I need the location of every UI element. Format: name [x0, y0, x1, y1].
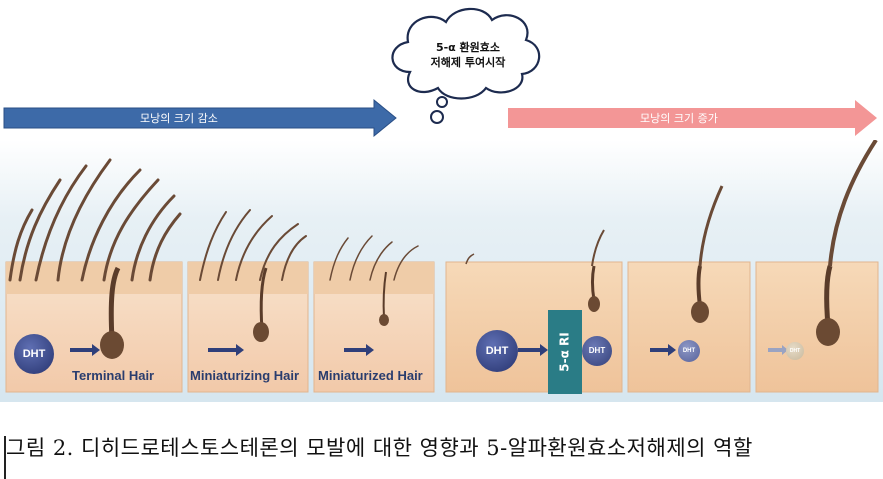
panel-treatment-2: [627, 185, 751, 393]
panel-terminal: [5, 158, 183, 393]
caption-bar: [4, 436, 6, 479]
increase-arrow-label: 모낭의 크기 증가: [640, 112, 718, 125]
figure-caption: 그림 2. 디히드로테스토스테론의 모발에 대한 영향과 5-알파환원효소저해제…: [6, 436, 753, 460]
panel-miniaturizing: [187, 209, 309, 393]
label-terminal-hair: Terminal Hair: [72, 368, 155, 383]
ri-label: 5-α RI: [558, 332, 572, 372]
dht-molecule-4: DHT: [678, 340, 700, 362]
ri-box: [548, 310, 582, 394]
dht-molecule-1: DHT: [14, 334, 54, 374]
label-miniaturizing-hair: Miniaturizing Hair: [190, 368, 300, 383]
cloud-line-2: 저해제 투여시작: [430, 56, 506, 69]
decrease-arrow-label: 모낭의 크기 감소: [140, 112, 218, 125]
dht-molecule-3: DHT: [582, 336, 612, 366]
label-miniaturized-hair: Miniaturized Hair: [318, 368, 423, 383]
panel-treatment-1: [445, 229, 623, 393]
panel-treatment-3: [755, 140, 879, 393]
dht-molecule-5: DHT: [786, 342, 804, 360]
cloud-line-1: 5-α 환원효소: [435, 41, 501, 54]
panel-miniaturized: [313, 235, 435, 393]
dht-molecule-2: DHT: [476, 330, 518, 372]
thought-cloud: [391, 7, 541, 124]
hair-illustration: [0, 140, 883, 402]
cloud-text: 5-α 환원효소 저해제 투여시작: [418, 40, 518, 70]
increase-arrow: [508, 100, 877, 136]
decrease-arrow: [3, 98, 397, 138]
